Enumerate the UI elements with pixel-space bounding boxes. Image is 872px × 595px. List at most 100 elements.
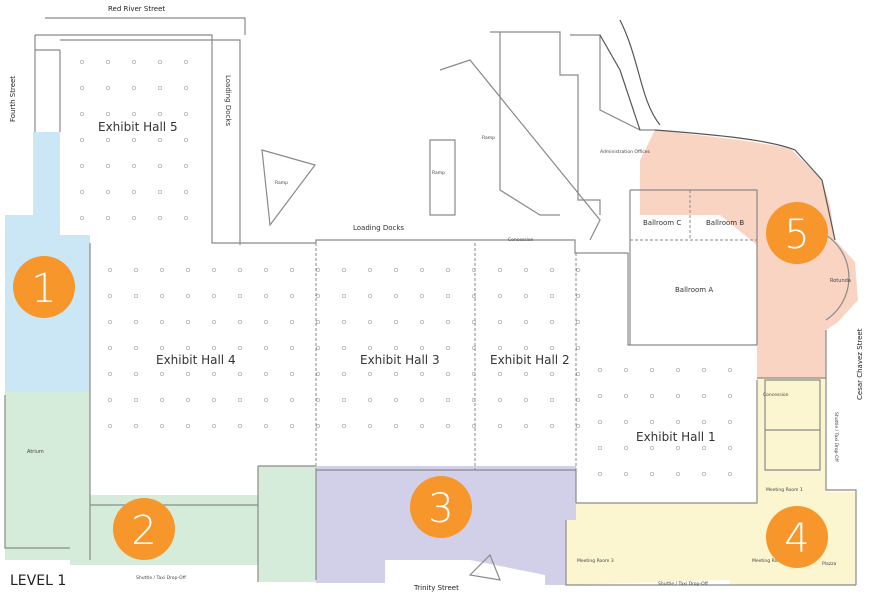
column-marker: [420, 424, 424, 428]
column-marker: [524, 398, 528, 402]
column-marker: [160, 268, 164, 272]
column-marker: [80, 138, 84, 142]
column-marker: [550, 268, 554, 272]
column-marker: [186, 268, 190, 272]
column-marker: [158, 164, 162, 168]
column-marker: [186, 294, 190, 298]
column-marker: [472, 372, 476, 376]
column-marker: [676, 446, 680, 450]
column-marker: [420, 320, 424, 324]
column-marker: [160, 372, 164, 376]
column-marker: [184, 164, 188, 168]
column-marker: [212, 294, 216, 298]
column-marker: [186, 320, 190, 324]
column-marker: [550, 424, 554, 428]
column-marker: [238, 398, 242, 402]
column-marker: [158, 190, 162, 194]
column-marker: [342, 398, 346, 402]
column-marker: [264, 294, 268, 298]
column-marker: [108, 424, 112, 428]
column-marker: [420, 372, 424, 376]
column-marker: [132, 60, 136, 64]
column-marker: [576, 268, 580, 272]
column-marker: [550, 320, 554, 324]
exhibit-hall-1-label[interactable]: Exhibit Hall 1: [636, 430, 716, 444]
column-marker: [394, 320, 398, 324]
column-marker: [134, 424, 138, 428]
column-marker: [80, 112, 84, 116]
column-marker: [576, 294, 580, 298]
meeting-room-3-label[interactable]: Meeting Room 3: [577, 558, 614, 564]
column-marker: [160, 346, 164, 350]
column-marker: [702, 368, 706, 372]
column-marker: [498, 346, 502, 350]
column-marker: [368, 346, 372, 350]
column-marker: [316, 268, 320, 272]
exhibit-hall-2-label[interactable]: Exhibit Hall 2: [490, 353, 570, 367]
column-marker: [524, 372, 528, 376]
shuttle-drop-off-label: Shuttle / Taxi Drop-Off: [658, 581, 709, 587]
column-marker: [186, 372, 190, 376]
column-marker: [472, 320, 476, 324]
column-marker: [186, 346, 190, 350]
column-marker: [342, 346, 346, 350]
exhibit-hall-3-label[interactable]: Exhibit Hall 3: [360, 353, 440, 367]
column-marker: [498, 398, 502, 402]
ballroom-a-label[interactable]: Ballroom A: [675, 286, 713, 294]
exhibit-hall-5-label[interactable]: Exhibit Hall 5: [98, 120, 178, 134]
column-marker: [80, 216, 84, 220]
column-marker: [576, 424, 580, 428]
zone-5-area[interactable]: [640, 130, 858, 378]
column-marker: [446, 268, 450, 272]
ramp-label: Ramp: [275, 180, 288, 186]
zone-marker-5[interactable]: 5: [766, 202, 828, 264]
column-marker: [624, 394, 628, 398]
ballroom-b-label[interactable]: Ballroom B: [706, 219, 744, 227]
zone-marker-1[interactable]: 1: [13, 256, 75, 318]
column-marker: [394, 424, 398, 428]
shuttle-drop-off-label: Shuttle / Taxi Drop-Off: [136, 575, 187, 581]
column-marker: [550, 372, 554, 376]
plaza-label[interactable]: Plazza: [822, 561, 836, 567]
column-marker: [342, 268, 346, 272]
column-marker: [80, 190, 84, 194]
column-marker: [134, 346, 138, 350]
column-marker: [316, 320, 320, 324]
column-marker: [108, 398, 112, 402]
atrium-label[interactable]: Atrium: [27, 449, 44, 455]
meeting-room-2-label[interactable]: Meeting Room 2: [752, 558, 789, 564]
zone-marker-2[interactable]: 2: [113, 498, 175, 560]
column-marker: [368, 372, 372, 376]
column-marker: [576, 372, 580, 376]
column-marker: [624, 420, 628, 424]
column-marker: [598, 472, 602, 476]
zone-marker-4[interactable]: 4: [766, 506, 828, 568]
column-marker: [446, 294, 450, 298]
column-marker: [676, 368, 680, 372]
building-walls: [4, 17, 857, 586]
column-marker: [264, 346, 268, 350]
meeting-room-1-label[interactable]: Meeting Room 1: [766, 487, 803, 493]
column-marker: [106, 216, 110, 220]
column-marker: [184, 86, 188, 90]
column-marker: [108, 294, 112, 298]
column-marker: [106, 190, 110, 194]
column-marker: [446, 398, 450, 402]
ramp-label: Ramp: [432, 170, 445, 176]
column-marker: [524, 268, 528, 272]
column-marker: [550, 398, 554, 402]
column-marker: [108, 320, 112, 324]
column-marker: [728, 446, 732, 450]
column-marker: [158, 112, 162, 116]
column-marker: [160, 398, 164, 402]
column-marker: [132, 86, 136, 90]
column-marker: [80, 164, 84, 168]
rotunda-label[interactable]: Rotunda: [830, 278, 851, 284]
column-marker: [472, 346, 476, 350]
ballroom-c-label[interactable]: Ballroom C: [643, 219, 681, 227]
zone-2-area[interactable]: [5, 392, 316, 582]
column-marker: [134, 372, 138, 376]
exhibit-hall-4-label[interactable]: Exhibit Hall 4: [156, 353, 236, 367]
street-north-label: Red River Street: [108, 5, 165, 13]
zone-marker-3[interactable]: 3: [410, 476, 472, 538]
